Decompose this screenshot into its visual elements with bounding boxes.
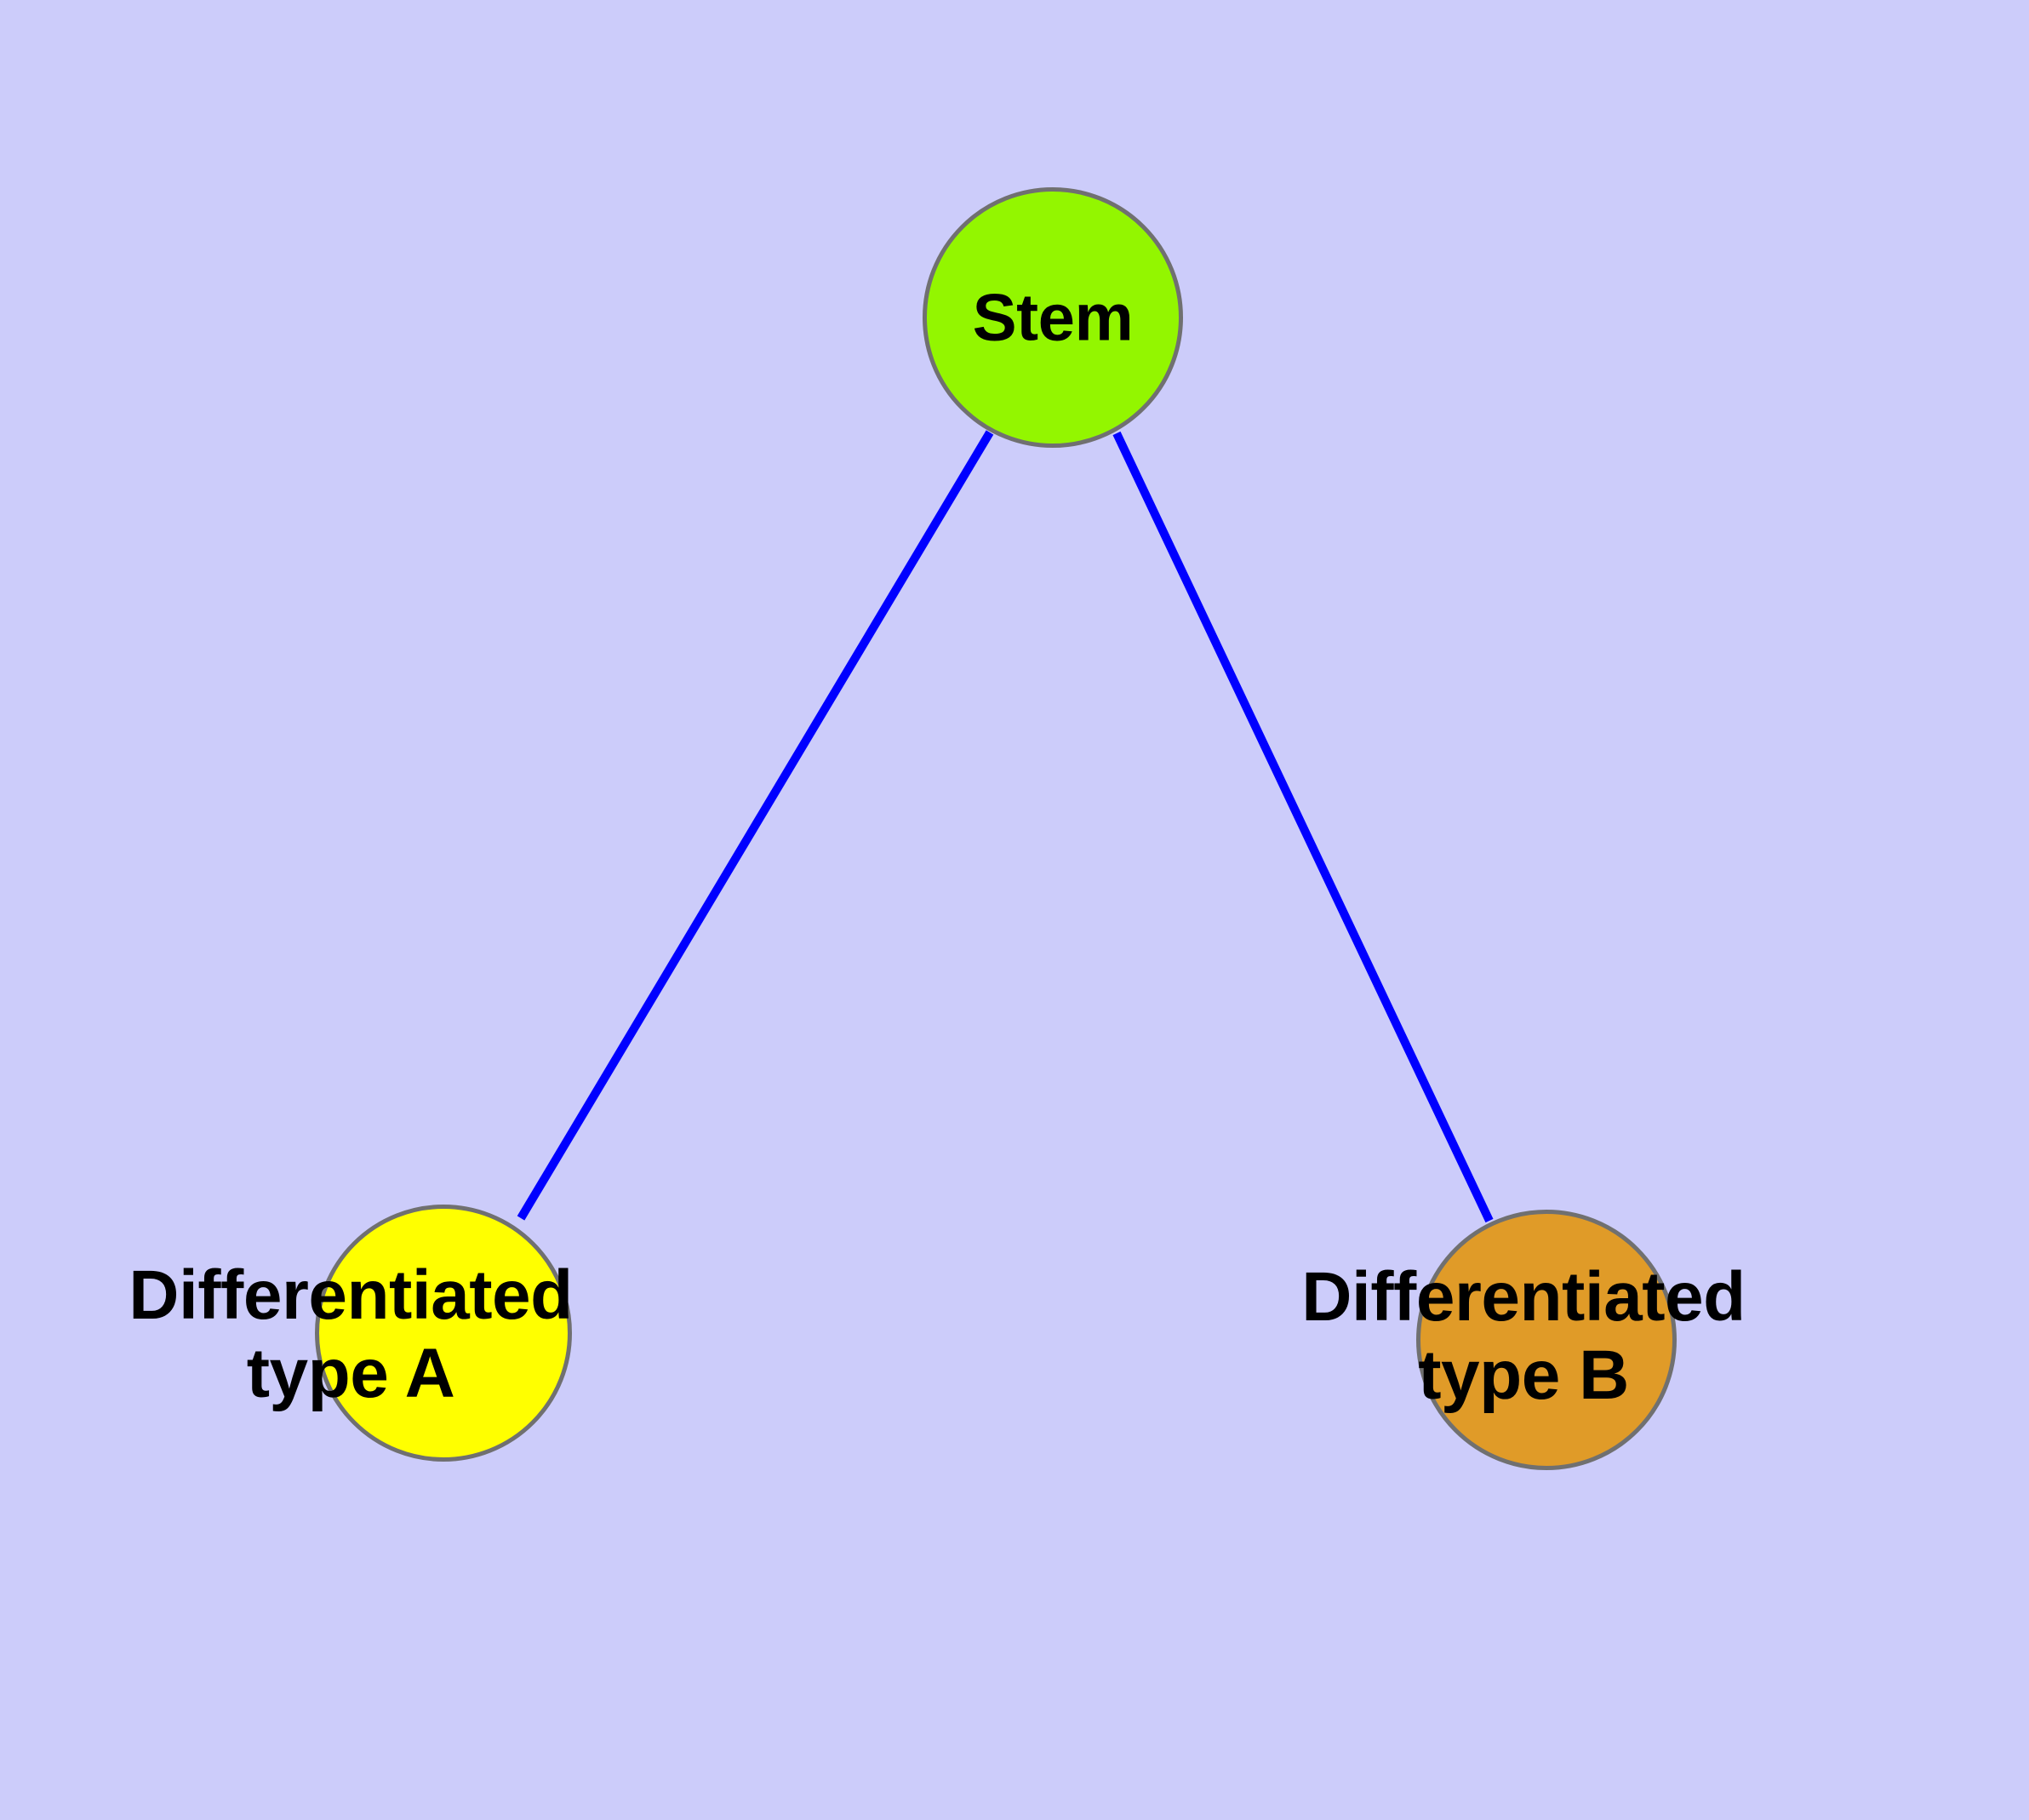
node-stem[interactable] <box>923 187 1183 448</box>
node-differentiated-type-a[interactable] <box>315 1205 572 1462</box>
edge-stem-to-differentiated-type-b[interactable] <box>1112 431 1494 1223</box>
edge-stem-to-differentiated-type-a[interactable] <box>517 430 994 1221</box>
node-differentiated-type-b[interactable] <box>1416 1210 1677 1470</box>
